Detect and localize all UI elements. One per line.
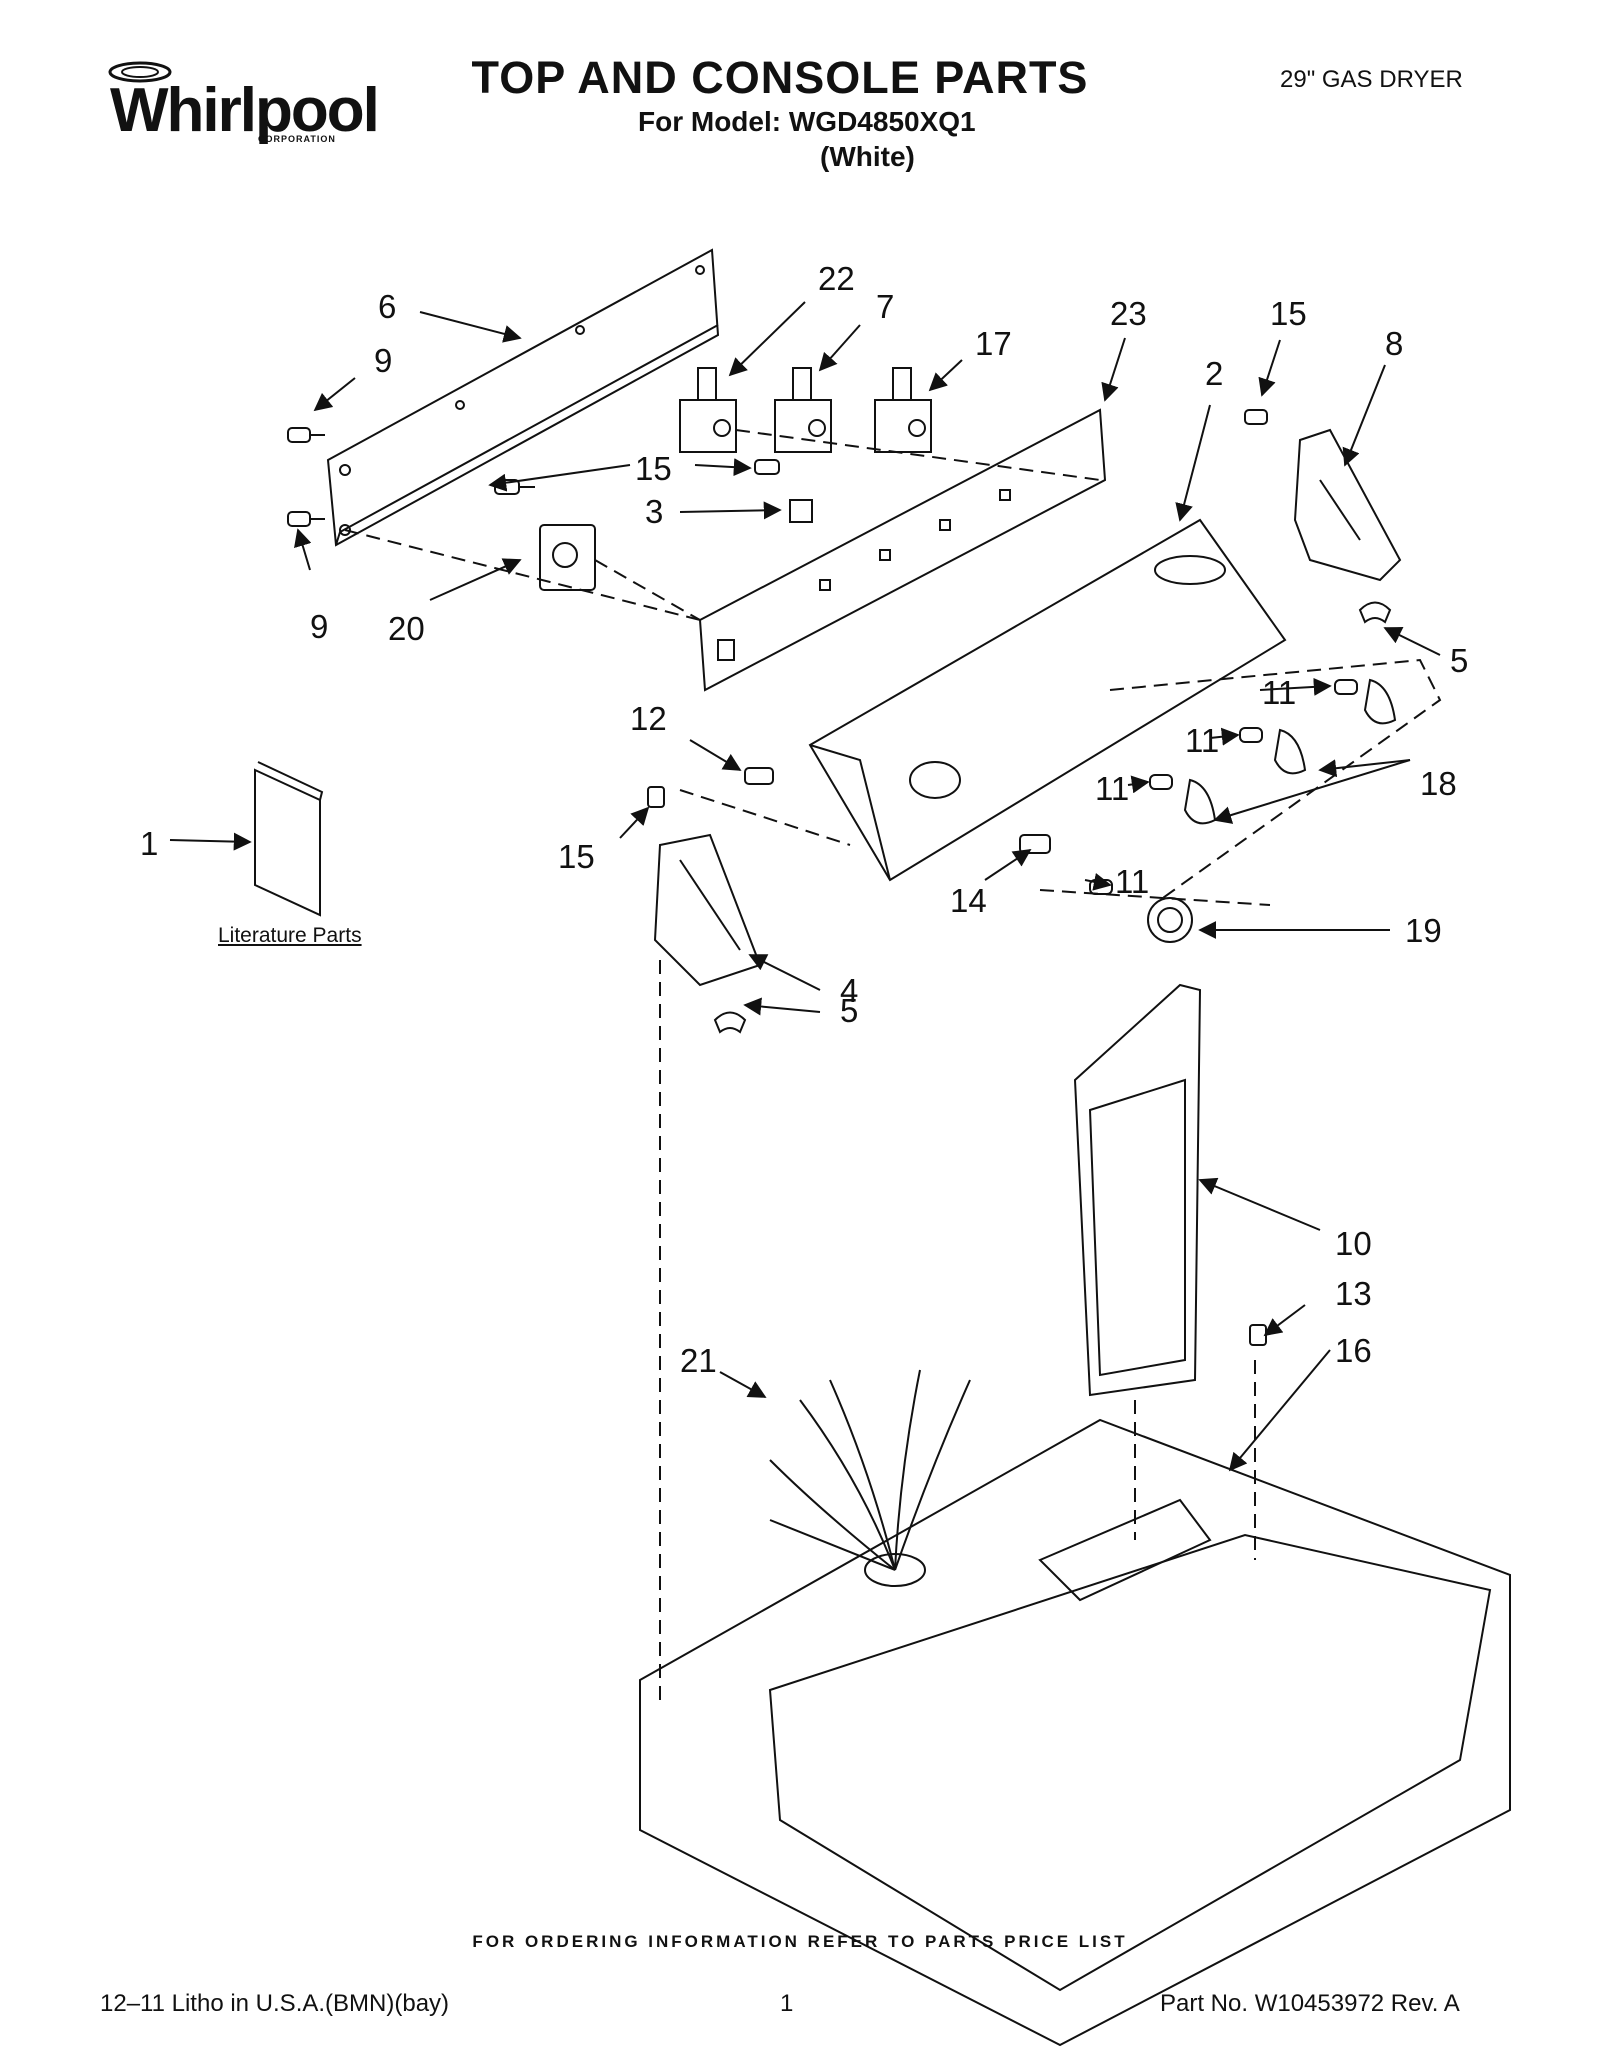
callout: 15 <box>1270 295 1307 332</box>
callout: 5 <box>840 992 858 1029</box>
callout: 12 <box>630 700 667 737</box>
clip-5b <box>713 1011 747 1034</box>
part-2-console <box>808 518 1287 882</box>
page-number: 1 <box>780 1990 794 2017</box>
knob-18b <box>1273 728 1307 775</box>
knob-18c <box>1183 778 1217 825</box>
callout: 10 <box>1335 1225 1372 1262</box>
callout: 11 <box>1185 722 1219 759</box>
callout: 15 <box>558 838 595 875</box>
callout: 14 <box>950 882 987 919</box>
part-16-top-panel <box>639 1418 1511 2047</box>
color-line: (White) <box>820 141 915 172</box>
callout: 1 <box>140 825 158 862</box>
part-21-wire-harness <box>769 1369 971 1587</box>
knob-18a <box>1363 678 1397 725</box>
whirlpool-logo <box>100 50 370 160</box>
part-3 <box>789 499 813 523</box>
callout: 17 <box>975 325 1012 362</box>
callout: 18 <box>1420 765 1457 802</box>
part-1-literature <box>254 761 324 917</box>
clip-5a <box>1358 601 1392 624</box>
callout: 11 <box>1095 770 1129 807</box>
callout: 4 <box>840 972 858 1009</box>
callout: 13 <box>1335 1275 1372 1312</box>
callout: 3 <box>645 493 663 530</box>
callout: 8 <box>1385 325 1403 362</box>
part-23-control-plate <box>698 408 1107 692</box>
callout: 20 <box>388 610 425 647</box>
part-6-bracket <box>326 248 720 547</box>
callout: 7 <box>876 288 894 325</box>
part-10-lint-screen <box>1073 983 1202 1397</box>
page-title: TOP AND CONSOLE PARTS <box>471 52 1089 103</box>
knob-19 <box>1147 897 1193 943</box>
switch-22 <box>679 367 737 453</box>
callout: 2 <box>1205 355 1223 392</box>
callout: 9 <box>374 342 392 379</box>
callout: 19 <box>1405 912 1442 949</box>
model-line: For Model: WGD4850XQ1 <box>638 106 976 137</box>
callout: 11 <box>1262 674 1296 711</box>
part-number: Part No. W10453972 Rev. A <box>1160 1990 1460 2017</box>
switch-17 <box>874 367 932 453</box>
ordering-note: FOR ORDERING INFORMATION REFER TO PARTS … <box>472 1932 1128 1951</box>
brand-subtitle: CORPORATION <box>258 134 336 144</box>
switch-7 <box>774 367 832 453</box>
callout: 5 <box>1450 642 1468 679</box>
callout: 11 <box>1115 863 1149 900</box>
part-8-endcap <box>1293 428 1402 582</box>
callout: 21 <box>680 1342 717 1379</box>
callout: 15 <box>635 450 672 487</box>
part-20-timer <box>539 524 596 591</box>
litho-info: 12–11 Litho in U.S.A.(BMN)(bay) <box>100 1990 450 2017</box>
part-9-screws <box>287 427 325 527</box>
product-category: 29" GAS DRYER <box>1280 66 1463 93</box>
callout: 16 <box>1335 1332 1372 1369</box>
callout: 9 <box>310 608 328 645</box>
callout: 22 <box>818 260 855 297</box>
literature-parts-label: Literature Parts <box>218 924 362 947</box>
brand-wordmark: Whirlpool <box>110 76 380 145</box>
callout: 6 <box>378 288 396 325</box>
callout: 23 <box>1110 295 1147 332</box>
part-4-endcap <box>653 833 762 987</box>
